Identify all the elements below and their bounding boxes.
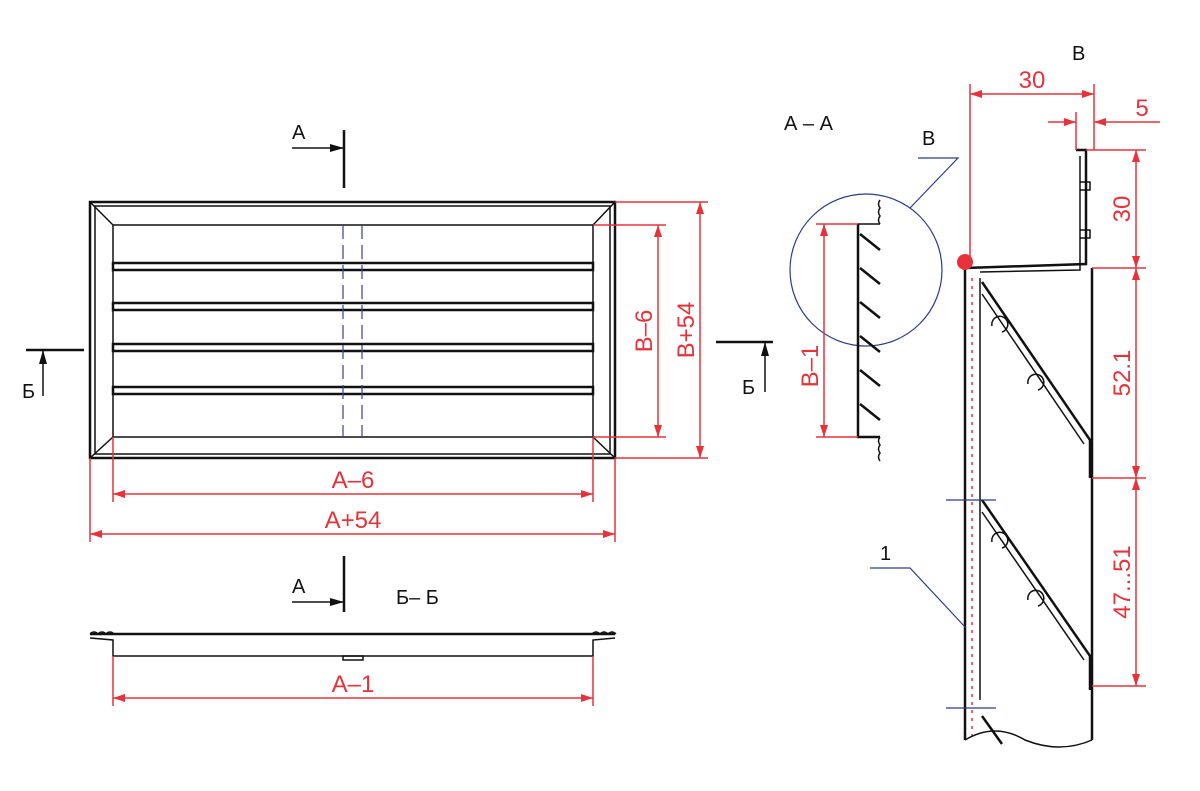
- detail-top-flange-inner: [979, 156, 1081, 273]
- part-leader: [870, 567, 967, 629]
- profile-body: [89, 637, 616, 657]
- detail-leader: [909, 157, 960, 209]
- bevel-tr: [592, 201, 616, 226]
- reference-point-icon: [957, 254, 973, 270]
- detail-clip-notch: [1080, 181, 1091, 239]
- dim-outer-height: В+54: [673, 302, 700, 359]
- detail-top-flange: [964, 148, 1088, 270]
- bottom-view: А Б– Б А–1: [89, 556, 617, 706]
- detail-blades: [980, 281, 1092, 745]
- section-aa: А – А В В–1: [784, 113, 960, 462]
- profile-bracket: [342, 655, 364, 661]
- detail-blade: [980, 715, 1004, 745]
- detail-v-title: В: [1072, 43, 1085, 65]
- profile-edge-teeth: [89, 631, 617, 636]
- dim-47: 47...51: [1109, 545, 1136, 618]
- detail-blade-inner: [981, 293, 1085, 445]
- section-slat: [859, 369, 881, 387]
- part-number: 1: [880, 543, 891, 565]
- section-mark-a-top: А: [292, 122, 306, 144]
- slat: [111, 342, 595, 353]
- detail-clip: [991, 531, 1045, 607]
- slat: [111, 385, 595, 396]
- front-view: А Б Б А–6 А+54 В–6 В+54: [22, 122, 773, 542]
- bevel-tl: [89, 201, 114, 226]
- dim-inner-width: А–6: [332, 467, 375, 494]
- section-edge-teeth: [877, 199, 881, 462]
- slat: [111, 261, 595, 272]
- section-aa-title: А – А: [784, 113, 834, 135]
- bevel-bl: [89, 436, 114, 459]
- section-mark-b-left: Б: [22, 381, 35, 403]
- detail-clip: [991, 315, 1045, 391]
- bottom-view-title: Б– Б: [396, 587, 439, 609]
- detail-blade-inner: [981, 511, 1085, 661]
- detail-circle: [789, 193, 943, 347]
- section-slat: [859, 301, 881, 319]
- section-slat: [859, 403, 881, 421]
- section-slat: [859, 233, 881, 251]
- section-slat: [859, 267, 881, 285]
- dim-52: 52.1: [1109, 350, 1136, 397]
- dim-inner-height: В–6: [631, 310, 658, 353]
- dim-bottom-width: А–1: [332, 671, 375, 698]
- dim-outer-width: А+54: [325, 507, 382, 534]
- dim-5: 5: [1135, 95, 1148, 122]
- detail-blade: [980, 281, 1092, 478]
- detail-clips: [991, 315, 1045, 607]
- detail-callout: В: [922, 128, 935, 150]
- detail-v: В 1 3: [870, 43, 1160, 748]
- grille-outer-frame: [88, 200, 617, 460]
- slat: [111, 301, 595, 312]
- grille-inner-opening: [112, 224, 594, 438]
- dim-30-side: 30: [1109, 196, 1136, 223]
- grille-frame-lip: [94, 205, 611, 455]
- bevel-br: [592, 436, 616, 459]
- dim-section-height: В–1: [797, 345, 824, 388]
- dim-30-top: 30: [1019, 67, 1046, 94]
- slats: [111, 261, 595, 396]
- section-slat: [859, 335, 881, 353]
- section-mark-b-right: Б: [742, 377, 755, 399]
- section-mark-a-bottom: А: [292, 576, 306, 598]
- detail-break-line: [964, 730, 1093, 748]
- detail-blade: [980, 499, 1092, 690]
- section-slats: [859, 233, 881, 421]
